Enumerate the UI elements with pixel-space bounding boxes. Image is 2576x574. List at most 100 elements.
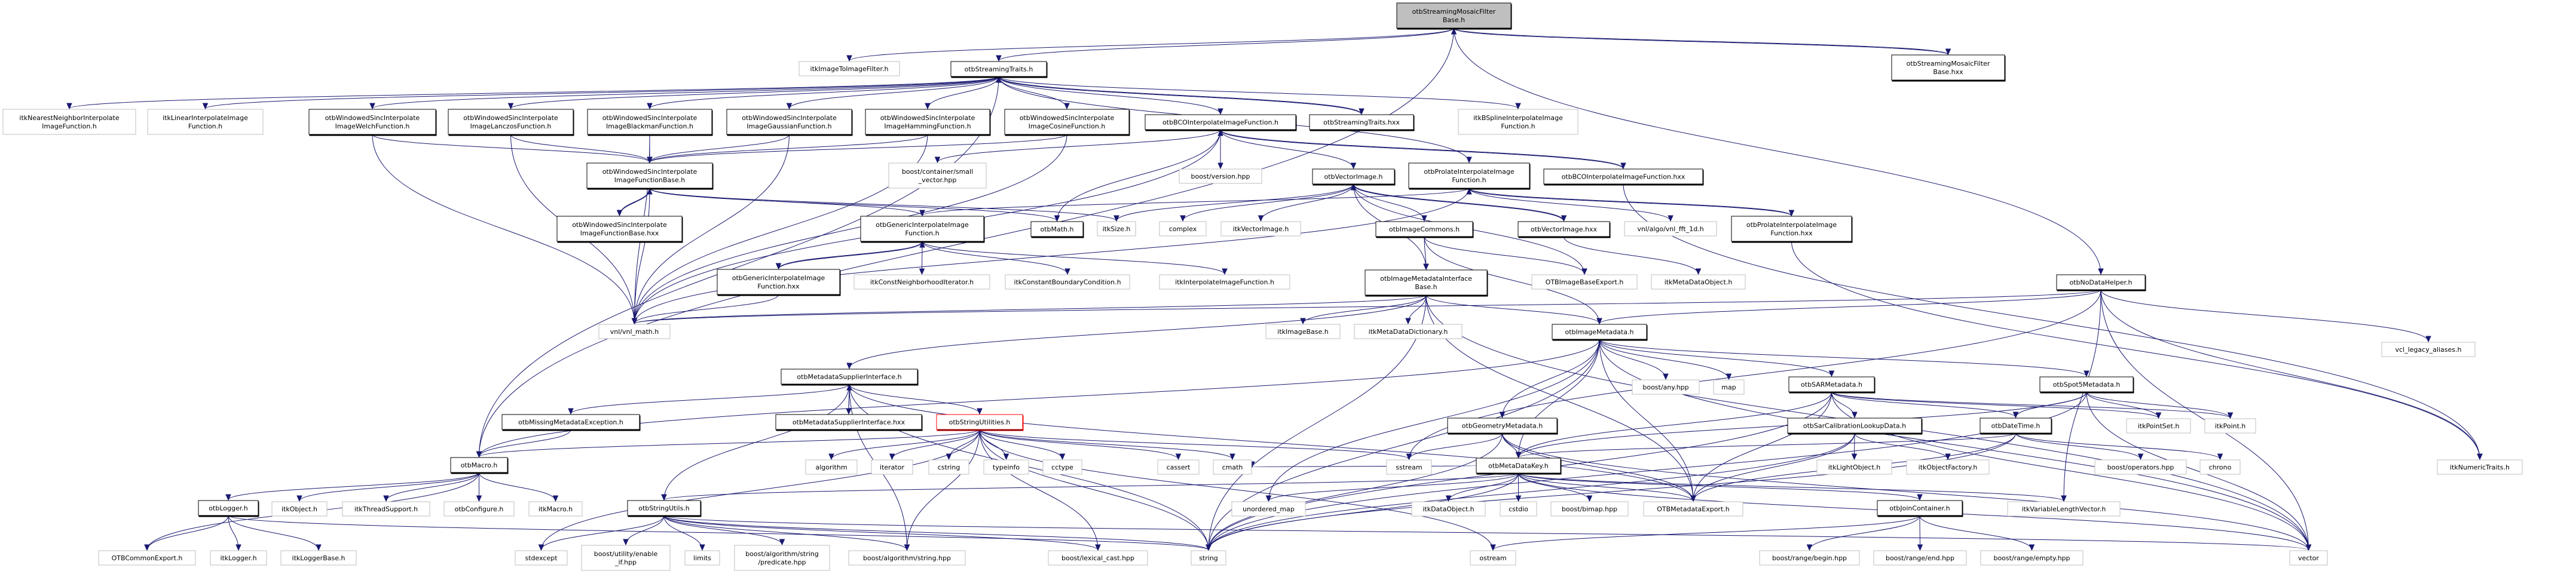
graph-node-vector[interactable]: vector [2289, 550, 2328, 566]
graph-node-wsBaseHxx[interactable]: otbWindowedSincInterpolateImageFunctionB… [556, 216, 683, 243]
graph-node-wsLanczos[interactable]: otbWindowedSincInterpolateImageLanczosFu… [448, 109, 574, 136]
graph-node-wsBlackman[interactable]: otbWindowedSincInterpolateImageBlackmanF… [587, 109, 713, 136]
graph-node-itkPointSet[interactable]: itkPointSet.h [2126, 418, 2191, 434]
graph-node-boostOperators[interactable]: boost/operators.hpp [2094, 459, 2187, 475]
graph-node-itkMetaDataObject[interactable]: itkMetaDataObject.h [1651, 274, 1746, 290]
graph-node-itkConstNeigh[interactable]: itkConstNeighborhoodIterator.h [853, 274, 990, 290]
graph-node-cctype[interactable]: cctype [1042, 459, 1082, 475]
graph-node-itkLightObject[interactable]: itkLightObject.h [1816, 459, 1892, 475]
graph-node-mdSupplierHxx[interactable]: otbMetadataSupplierInterface.hxx [775, 414, 923, 431]
graph-node-itkSize[interactable]: itkSize.h [1097, 221, 1136, 237]
graph-node-vectorImage[interactable]: otbVectorImage.h [1312, 168, 1396, 186]
graph-node-cassert[interactable]: cassert [1157, 459, 1200, 475]
graph-node-stdexcept[interactable]: stdexcept [515, 550, 568, 566]
graph-node-vnlMath[interactable]: vnl/vnl_math.h [598, 324, 671, 339]
graph-node-geomMd[interactable]: otbGeometryMetadata.h [1447, 418, 1558, 435]
graph-node-itkConstBound[interactable]: itkConstantBoundaryCondition.h [1005, 274, 1130, 290]
graph-node-itkImageToImageFilter[interactable]: itkImageToImageFilter.h [799, 61, 900, 76]
graph-node-otbLogger[interactable]: otbLogger.h [198, 500, 259, 517]
graph-node-cmath[interactable]: cmath [1213, 459, 1252, 475]
graph-node-itkMacro[interactable]: itkMacro.h [528, 501, 583, 517]
graph-node-complex[interactable]: complex [1159, 221, 1207, 237]
graph-node-unorderedMap[interactable]: unordered_map [1231, 501, 1306, 517]
graph-node-rangeBegin[interactable]: boost/range/begin.hpp [1759, 550, 1860, 566]
graph-node-algorithm[interactable]: algorithm [805, 459, 858, 475]
graph-node-string[interactable]: string [1191, 550, 1226, 566]
graph-node-cstring[interactable]: cstring [928, 459, 969, 475]
graph-node-itkDataObject[interactable]: itkDataObject.h [1411, 501, 1486, 517]
graph-node-bco[interactable]: otbBCOInterpolateImageFunction.h [1145, 114, 1297, 131]
graph-node-boostAlgString[interactable]: boost/algorithm/string.hpp [848, 550, 966, 566]
graph-node-itkObjectFactory[interactable]: itkObjectFactory.h [1906, 459, 1990, 475]
graph-node-bcoHxx[interactable]: otbBCOInterpolateImageFunction.hxx [1543, 168, 1704, 186]
graph-node-lexicalCast[interactable]: boost/lexical_cast.hpp [1048, 550, 1148, 566]
graph-node-boostAny[interactable]: boost/any.hpp [1632, 379, 1700, 395]
graph-node-smallVector[interactable]: boost/container/small_vector.hpp [888, 162, 987, 189]
graph-node-rangeEmpty[interactable]: boost/range/empty.hpp [1980, 550, 2084, 566]
graph-node-vclLegacy[interactable]: vcl_legacy_aliases.h [2381, 342, 2476, 357]
graph-node-otbStreamingTraits[interactable]: otbStreamingTraits.h [950, 61, 1048, 78]
graph-node-stringUtilities[interactable]: otbStringUtilities.h [936, 414, 1024, 431]
graph-node-noData[interactable]: otbNoDataHelper.h [2056, 274, 2146, 291]
graph-node-itkLoggerBase[interactable]: itkLoggerBase.h [280, 550, 357, 566]
graph-node-mdKey[interactable]: otbMetaDataKey.h [1476, 458, 1562, 475]
graph-node-wsHamming[interactable]: otbWindowedSincInterpolateImageHammingFu… [865, 109, 991, 136]
graph-node-missingMd[interactable]: otbMissingMetadataException.h [501, 414, 641, 431]
graph-node-stringUtils[interactable]: otbStringUtils.h [627, 500, 702, 517]
graph-node-cstdio[interactable]: cstdio [1500, 501, 1537, 517]
graph-node-sarMetadata[interactable]: otbSARMetadata.h [1788, 376, 1876, 394]
graph-node-itkInterp[interactable]: itkInterpolateImageFunction.h [1159, 274, 1290, 290]
graph-node-chrono[interactable]: chrono [2199, 459, 2241, 475]
graph-node-wsWelch[interactable]: otbWindowedSincInterpolateImageWelchFunc… [308, 109, 437, 136]
graph-node-mdSupplier[interactable]: otbMetadataSupplierInterface.h [781, 369, 919, 386]
graph-node-otbMath[interactable]: otbMath.h [1030, 221, 1084, 238]
graph-node-vectorImageHxx[interactable]: otbVectorImage.hxx [1518, 221, 1611, 238]
graph-node-wsCosine[interactable]: otbWindowedSincInterpolateImageCosineFun… [1004, 109, 1130, 136]
graph-node-otbMetadataExport[interactable]: OTBMetadataExport.h [1643, 501, 1743, 517]
graph-node-otbImageBaseExport[interactable]: OTBImageBaseExport.h [1531, 274, 1638, 290]
graph-node-itkNumericTraits[interactable]: itkNumericTraits.h [2437, 459, 2523, 475]
graph-node-wsBase[interactable]: otbWindowedSincInterpolateImageFunctionB… [586, 162, 714, 190]
graph-node-sstream[interactable]: sstream [1386, 459, 1432, 475]
graph-node-enableIf[interactable]: boost/utility/enable_if.hpp [581, 545, 671, 571]
graph-node-itkVectorImage[interactable]: itkVectorImage.h [1220, 221, 1301, 237]
graph-node-vnlFft[interactable]: vnl/algo/vnl_fft_1d.h [1624, 221, 1717, 237]
graph-node-otbCommonExport[interactable]: OTBCommonExport.h [98, 550, 196, 566]
graph-node-itkLogger[interactable]: itkLogger.h [210, 550, 267, 566]
graph-node-ostream[interactable]: ostream [1470, 550, 1516, 566]
graph-node-map[interactable]: map [1713, 379, 1745, 395]
graph-node-itkNearest[interactable]: itkNearestNeighborInterpolateImageFuncti… [2, 109, 136, 135]
graph-node-spot5[interactable]: otbSpot5Metadata.h [2039, 376, 2134, 394]
graph-node-wsGaussian[interactable]: otbWindowedSincInterpolateImageGaussianF… [726, 109, 853, 136]
graph-node-otbConfigure[interactable]: otbConfigure.h [443, 501, 515, 517]
graph-node-itkObject[interactable]: itkObject.h [271, 501, 328, 517]
graph-node-itkPoint[interactable]: itkPoint.h [2204, 418, 2256, 434]
graph-node-imageMetadata[interactable]: otbImageMetadata.h [1552, 324, 1648, 341]
graph-node-predicate[interactable]: boost/algorithm/string/predicate.hpp [734, 545, 830, 571]
graph-node-streamingTraitsHxx[interactable]: otbStreamingTraits.hxx [1309, 114, 1415, 131]
graph-node-dateTime[interactable]: otbDateTime.h [1980, 418, 2052, 435]
graph-node-limits[interactable]: limits [684, 550, 720, 566]
graph-node-iterator[interactable]: iterator [871, 459, 913, 475]
graph-node-otbMacro[interactable]: otbMacro.h [450, 457, 509, 474]
graph-node-rangeEnd[interactable]: boost/range/end.hpp [1873, 550, 1967, 566]
graph-node-itkThreadSupport[interactable]: itkThreadSupport.h [342, 501, 430, 517]
graph-node-itkVLV[interactable]: itkVariableLengthVector.h [2007, 501, 2121, 517]
graph-node-sarCalib[interactable]: otbSarCalibrationLookupData.h [1787, 418, 1923, 435]
graph-node-boostBimap[interactable]: boost/bimap.hpp [1550, 501, 1629, 517]
graph-node-typeinfo[interactable]: typeinfo [983, 459, 1029, 475]
graph-node-itkMetaDataDict[interactable]: itkMetaDataDictionary.h [1354, 324, 1463, 339]
graph-node-imageCommons[interactable]: otbImageCommons.h [1375, 221, 1474, 238]
graph-node-itkImageBase[interactable]: itkImageBase.h [1265, 324, 1341, 339]
graph-node-joinContainer[interactable]: otbJoinContainer.h [1877, 500, 1963, 517]
graph-node-boostVersion[interactable]: boost/version.hpp [1179, 168, 1262, 184]
